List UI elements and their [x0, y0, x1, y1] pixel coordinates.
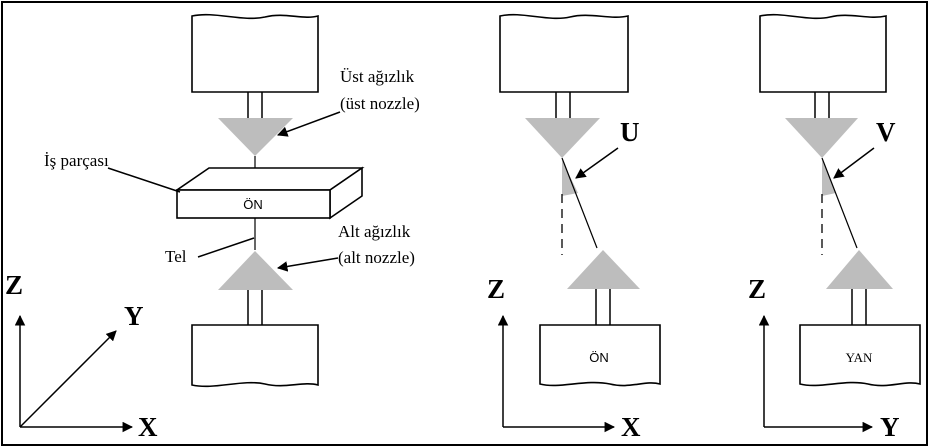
v-angle-label: V	[876, 117, 896, 147]
upper-nozzle-label: Üst ağızlık	[340, 67, 415, 86]
lower-nozzle-label-2: (alt nozzle)	[338, 248, 415, 267]
upper-nozzle-label-2: (üst nozzle)	[340, 94, 420, 113]
v2-lower-nozzle	[567, 250, 640, 289]
workpiece-front	[176, 189, 331, 219]
u-angle-leader	[575, 147, 619, 179]
lower-nozzle-leader	[276, 257, 339, 272]
lower-nozzle	[218, 251, 293, 290]
v2-z-axis-label: Z	[487, 274, 505, 304]
lower-head-block	[191, 324, 319, 388]
workpiece-leader	[107, 167, 181, 193]
u-angle-label: U	[620, 117, 640, 147]
upper-head-block	[191, 13, 319, 93]
v2-lower-head-block	[539, 324, 661, 387]
y-axis-label: Y	[124, 301, 144, 331]
v-angle-leader	[833, 147, 875, 179]
wire-leader	[197, 237, 255, 258]
v2-x-axis-label: X	[621, 412, 641, 442]
v3-upper-nozzle	[785, 118, 858, 158]
v3-wire-angle-wedge	[822, 160, 836, 196]
workpiece-label: İş parçası	[44, 151, 109, 170]
v2-upper-nozzle	[525, 118, 600, 158]
v2-box-label: ÖN	[589, 350, 609, 365]
upper-nozzle-leader	[277, 111, 341, 137]
v3-box-label: YAN	[846, 350, 873, 365]
x-axis-label: X	[138, 412, 158, 442]
y-axis	[19, 330, 117, 428]
v3-wire-tilted	[821, 157, 858, 249]
z-axis-label: Z	[5, 270, 23, 300]
v3-lower-head-block	[799, 324, 921, 387]
view-1: ÖN Üst ağızlık (üst nozzle) İş parçası A…	[5, 13, 420, 442]
v3-upper-head-block	[759, 13, 887, 93]
v3-z-axis-label: Z	[748, 274, 766, 304]
v2-upper-head-block	[499, 13, 629, 93]
lower-nozzle-label: Alt ağızlık	[338, 222, 411, 241]
v3-y-axis-label: Y	[880, 412, 900, 442]
v2-wire-tilted	[561, 157, 598, 249]
workpiece-face-label: ÖN	[243, 197, 263, 212]
v3-lower-nozzle	[826, 250, 893, 289]
upper-nozzle	[218, 118, 293, 156]
wire-label: Tel	[165, 247, 187, 266]
view-3: YAN V Z Y	[748, 13, 921, 442]
view-2: ÖN U Z X	[487, 13, 661, 442]
